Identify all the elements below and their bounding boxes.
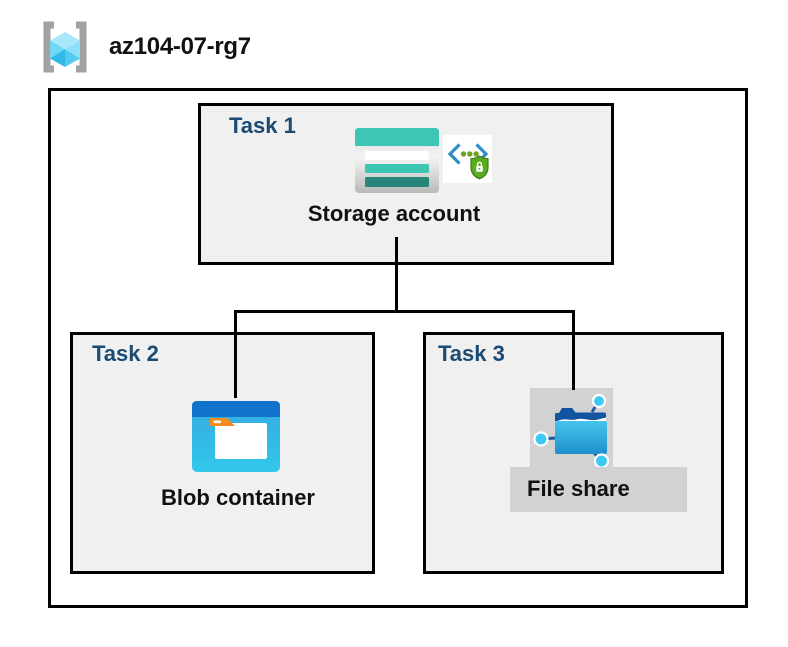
connector-to-blob-container (234, 310, 237, 398)
resource-group-header: az104-07-rg7 (37, 20, 251, 74)
task2-box: Task 2 Blob container (70, 332, 375, 574)
resource-group-name: az104-07-rg7 (109, 33, 251, 60)
connector-horizontal (234, 310, 575, 313)
code-shield-lock-icon (443, 135, 492, 183)
storage-account-icon (355, 128, 439, 193)
task1-box: Task 1 Storage account (198, 103, 614, 265)
connector-storage-stem (395, 237, 398, 313)
file-share-label-highlight: File share (510, 467, 687, 512)
storage-account-label: Storage account (307, 201, 481, 226)
file-share-label: File share (527, 476, 630, 501)
blob-container-label: Blob container (160, 485, 315, 510)
connector-to-file-share (572, 310, 575, 390)
file-share-icon-highlight (530, 388, 613, 469)
task1-label: Task 1 (229, 113, 296, 138)
task2-label: Task 2 (92, 341, 159, 366)
task3-box: Task 3 File share (423, 332, 724, 574)
task3-label: Task 3 (438, 341, 505, 366)
blob-container-icon (192, 401, 280, 472)
file-share-icon (533, 393, 610, 469)
resource-group-icon (43, 21, 87, 73)
